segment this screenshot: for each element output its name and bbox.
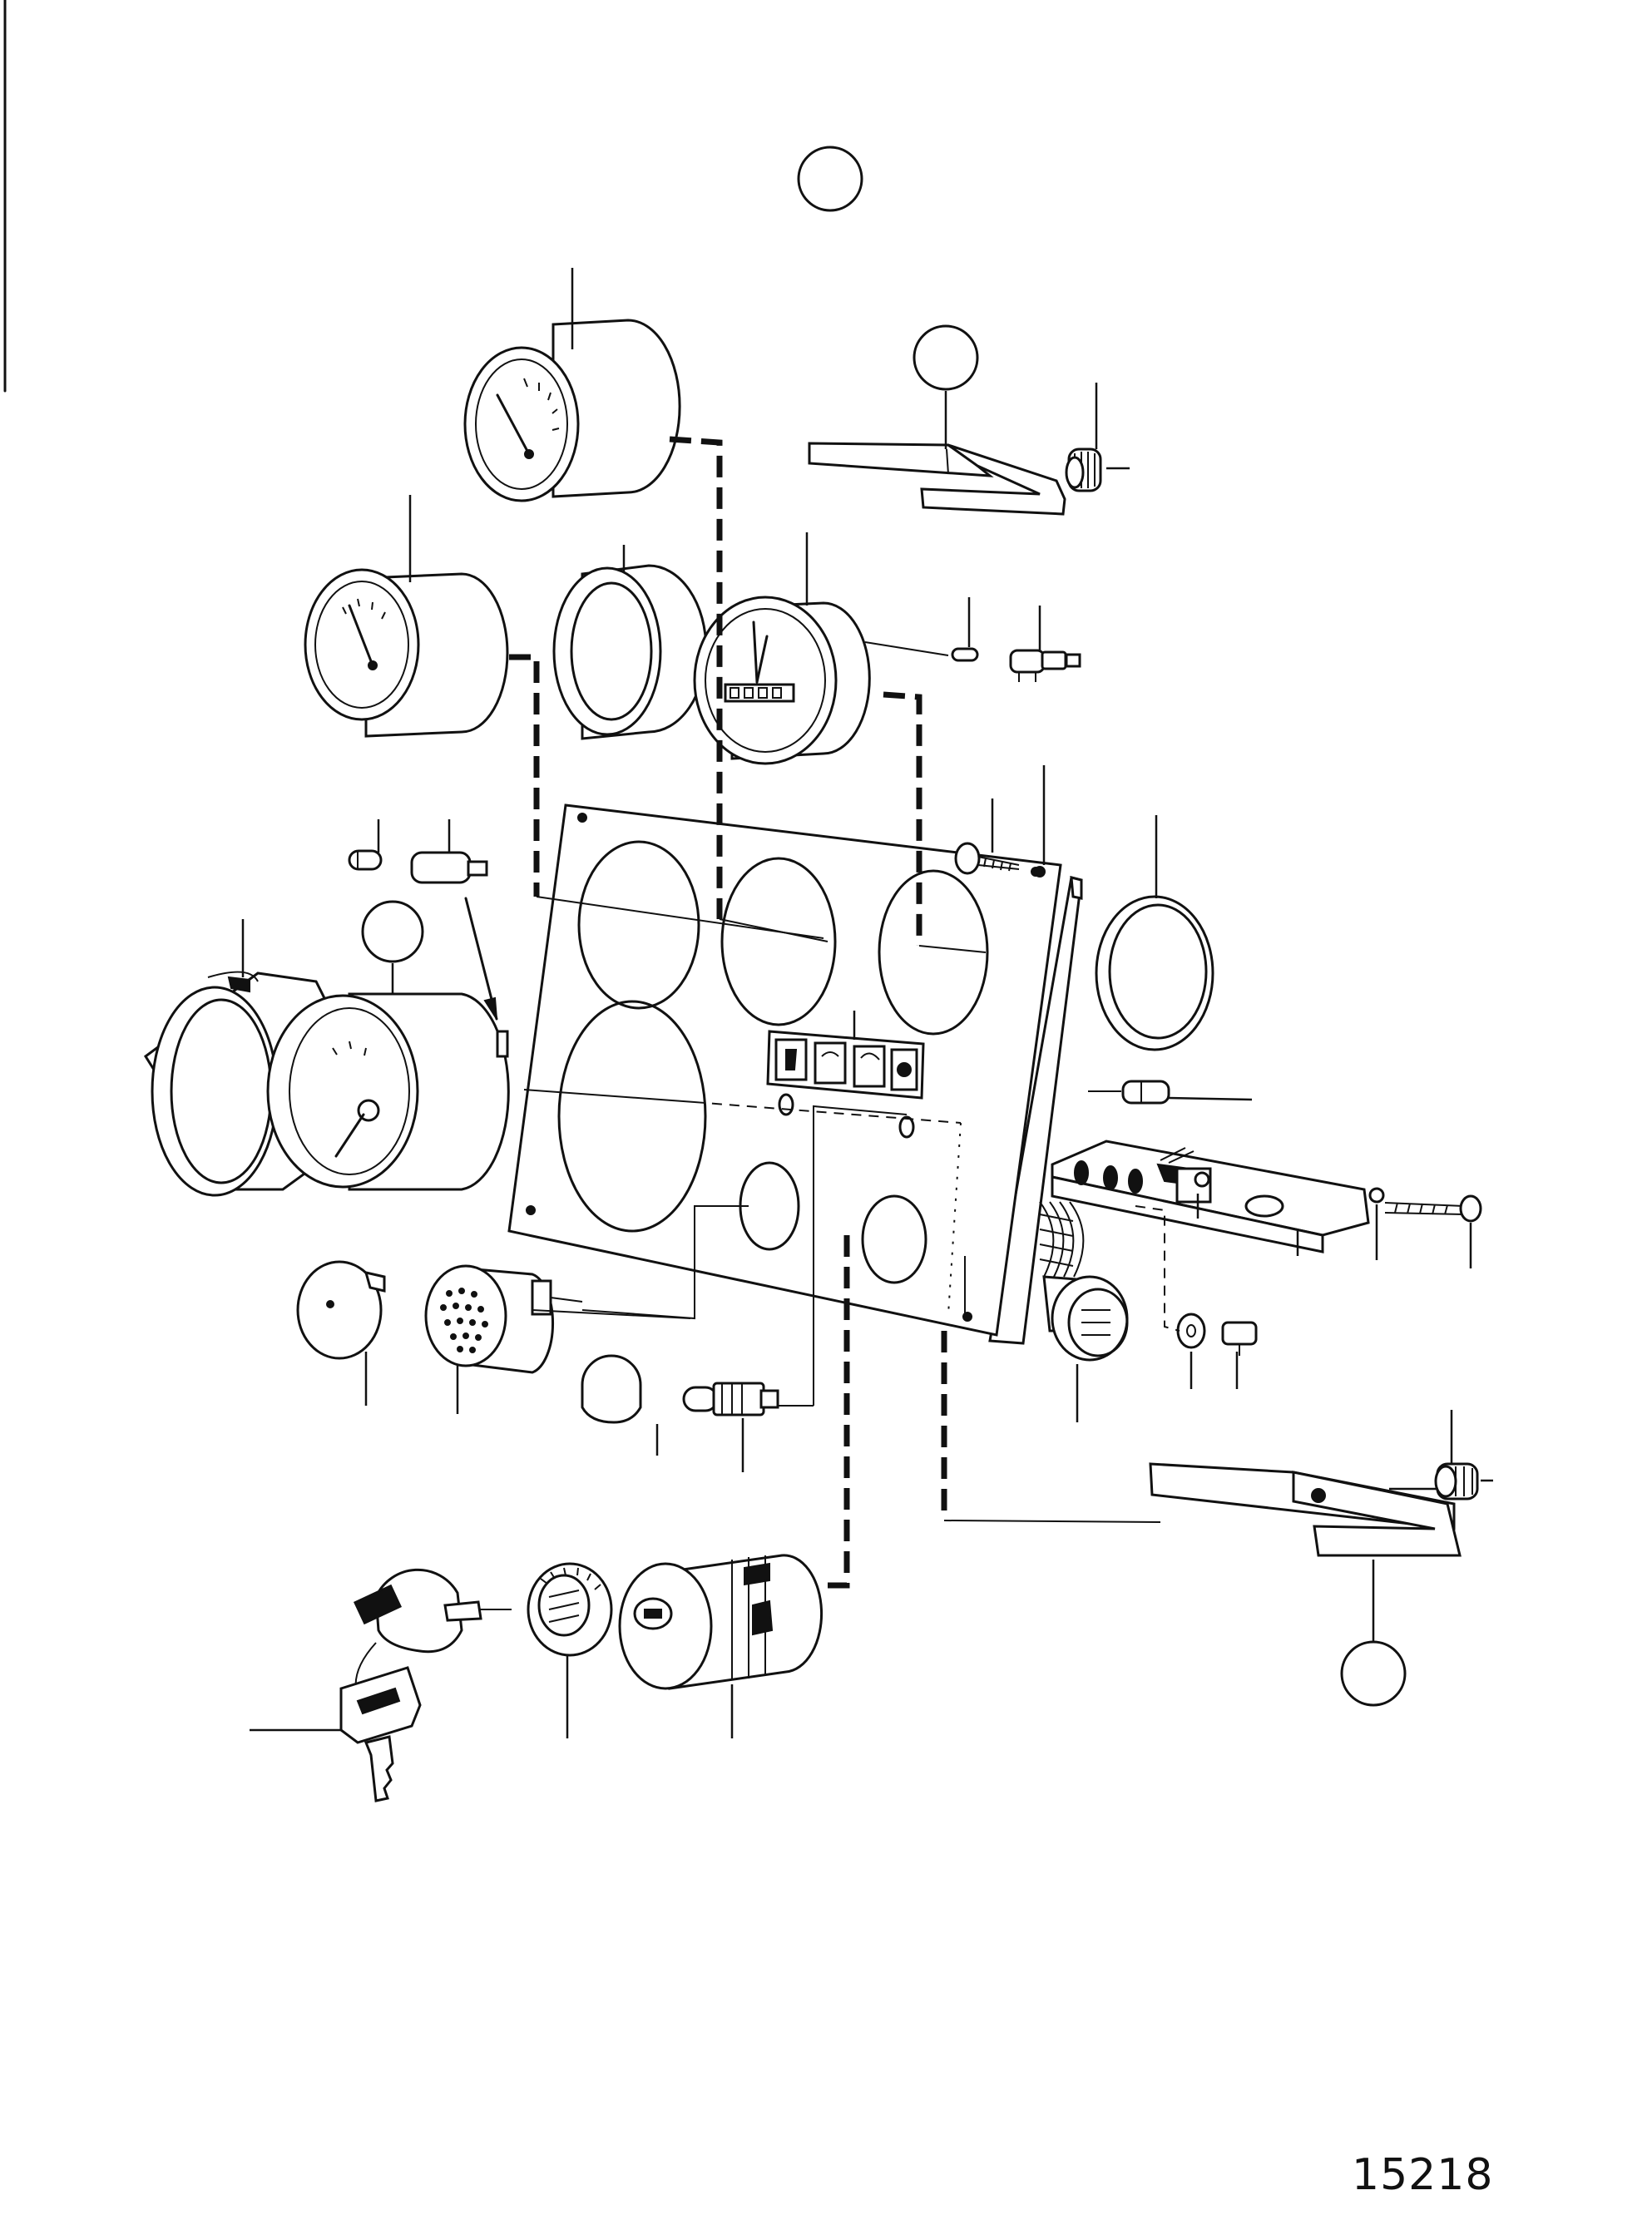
clamp-bracket-top: [808, 442, 1066, 516]
dash-washer-to-rail: [1135, 1205, 1180, 1332]
mounting-rail: [1051, 1140, 1370, 1253]
clamp-bracket-bottom: [1149, 1462, 1462, 1557]
buzzer-cover: [296, 1260, 386, 1360]
bezel-ring-right: [1095, 895, 1214, 1051]
gauge-left: [304, 568, 509, 738]
callout-circle-clamp-top: [913, 324, 979, 391]
callout-circle-tachometer: [361, 900, 424, 963]
key-cap-stem: [443, 1600, 482, 1622]
line-clock-panel: [918, 945, 987, 953]
tachometer: [266, 992, 510, 1191]
knurled-nut-bottom: [1434, 1462, 1479, 1501]
bulb-holder-left: [410, 851, 488, 884]
callout-circle-clamp-bottom: [1340, 1640, 1407, 1707]
screw-rail: [1384, 1194, 1482, 1223]
knurled-nut-top: [1065, 447, 1102, 492]
figure-number: 15218: [1352, 2150, 1494, 2200]
bulb-side: [1088, 1080, 1170, 1105]
gauge-clock: [693, 596, 871, 765]
connector-gauge-left: [509, 654, 540, 897]
line-buzzer-panel: [581, 1205, 749, 1320]
wire-harness-connector: [1039, 1201, 1129, 1362]
lamp-cap: [581, 1354, 642, 1424]
arrow-head-bulb: [483, 996, 497, 1020]
connector-ignition: [828, 1235, 850, 1589]
dash-tacho-panel: [694, 1101, 962, 1124]
line-tacho-panel: [523, 1089, 695, 1103]
bulb-small: [864, 641, 979, 662]
bezel-ring-small: [552, 564, 708, 740]
ignition-key: [339, 1666, 422, 1802]
line-clamp-panel: [943, 1520, 1161, 1523]
warning-lamp-panel: [766, 1030, 925, 1100]
washer-rail: [1368, 1187, 1385, 1204]
line-gauge-top-panel: [719, 918, 828, 942]
washer-under-rail: [1176, 1313, 1206, 1349]
ignition-switch: [618, 1554, 824, 1690]
screw-panel: [954, 842, 1046, 878]
buzzer: [424, 1264, 583, 1374]
callout-circle-top: [797, 146, 863, 212]
leader-bulb-side: [1168, 1096, 1253, 1101]
bulb-holder: [1009, 649, 1081, 682]
connector-gauge-clock: [883, 691, 922, 946]
connector-gauge-top: [669, 436, 723, 919]
gauge-top: [463, 319, 681, 502]
lock-nut: [527, 1562, 613, 1657]
screw-under-rail: [1221, 1321, 1258, 1356]
line-lamp-panel: [813, 1105, 908, 1406]
bulb-left: [348, 849, 383, 871]
lamp-socket: [682, 1382, 779, 1417]
line-buzzer: [532, 1309, 691, 1319]
